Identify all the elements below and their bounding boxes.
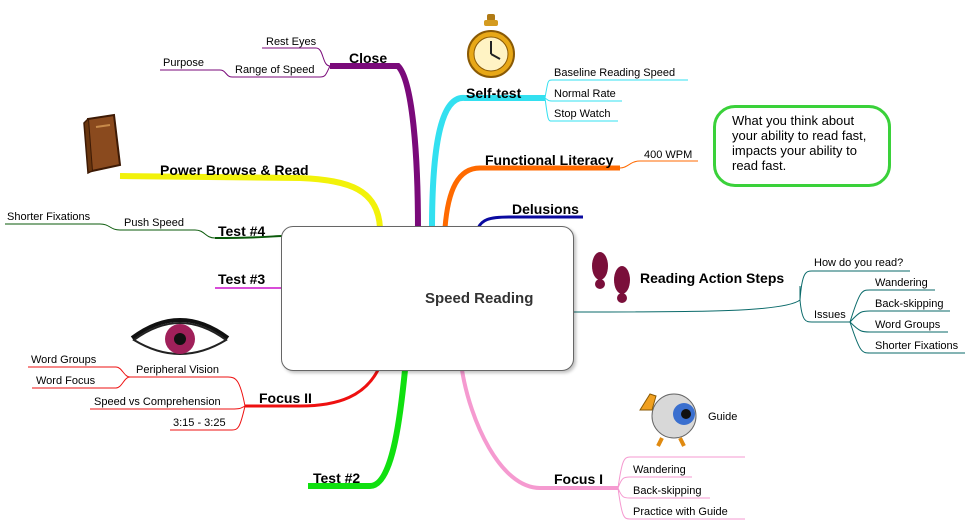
footprints-icon: [592, 252, 630, 303]
reading-action-branch: [572, 286, 801, 313]
focus1-subline-1: [617, 456, 745, 489]
central-topic-box[interactable]: [281, 226, 574, 371]
central-topic-title[interactable]: Speed Reading: [425, 290, 534, 307]
focus2-subline-wf: [32, 376, 131, 389]
rest-eyes-topic[interactable]: Rest Eyes: [266, 36, 317, 48]
self-test-subline-2: [544, 97, 622, 102]
eye-icon: [130, 318, 230, 355]
wpm-topic[interactable]: 400 WPM: [644, 149, 693, 161]
issues-topic[interactable]: Issues: [814, 309, 846, 321]
focus1-item-back-skipping[interactable]: Back-skipping: [633, 485, 702, 497]
functional-literacy-subline: [619, 160, 698, 169]
focus1-item-wandering[interactable]: Wandering: [633, 464, 686, 476]
self-test-subline-3: [544, 97, 618, 122]
guide-eyeball-icon: [639, 393, 697, 447]
close-subline-3: [160, 69, 233, 78]
focus2-topic[interactable]: Focus II: [259, 390, 312, 406]
close-subline-2: [232, 65, 331, 78]
self-test-branch: [429, 94, 545, 231]
self-test-item-normal-rate[interactable]: Normal Rate: [554, 88, 616, 100]
power-browse-branch: [119, 173, 383, 229]
callout-text: What you think about your ability to rea…: [732, 113, 867, 173]
focus2-time-topic[interactable]: 3:15 - 3:25: [173, 417, 226, 429]
issues-subline-2: [849, 310, 950, 323]
test4-subline-2: [5, 223, 121, 231]
reading-action-subline-issues: [799, 299, 850, 323]
issues-subline-1: [849, 289, 935, 323]
focus2-branch: [245, 369, 380, 408]
book-icon: [83, 113, 122, 175]
functional-literacy-topic[interactable]: Functional Literacy: [485, 152, 614, 168]
issues-subline-3: [849, 321, 948, 333]
stopwatch-icon: [467, 14, 515, 78]
test4-shorter-fixations-topic[interactable]: Shorter Fixations: [7, 211, 91, 223]
speed-vs-comprehension-topic[interactable]: Speed vs Comprehension: [94, 396, 221, 408]
test3-topic[interactable]: Test #3: [218, 271, 266, 287]
focus1-subline-3: [617, 487, 710, 499]
focus1-subline-4: [617, 487, 745, 520]
purpose-topic[interactable]: Purpose: [163, 57, 204, 69]
focus1-branch: [460, 369, 618, 490]
delusions-branch: [476, 215, 583, 229]
self-test-item-baseline[interactable]: Baseline Reading Speed: [554, 67, 676, 79]
issue-item-shorter-fixations[interactable]: Shorter Fixations: [875, 340, 959, 352]
focus1-subline-2: [617, 476, 692, 489]
functional-literacy-branch: [442, 165, 620, 229]
close-subline: [262, 47, 331, 67]
word-groups-topic[interactable]: Word Groups: [31, 354, 97, 366]
test2-branch: [308, 369, 408, 489]
issue-item-word-groups[interactable]: Word Groups: [875, 319, 941, 331]
push-speed-topic[interactable]: Push Speed: [124, 217, 184, 229]
issue-item-back-skipping[interactable]: Back-skipping: [875, 298, 944, 310]
focus2-subline-time: [170, 405, 246, 431]
focus2-subline-wg: [28, 366, 131, 378]
focus2-subline-svc: [90, 405, 246, 410]
callout-bubble[interactable]: [713, 105, 891, 187]
peripheral-vision-topic[interactable]: Peripheral Vision: [136, 364, 219, 376]
reading-action-topic[interactable]: Reading Action Steps: [640, 270, 785, 286]
test2-topic[interactable]: Test #2: [313, 470, 361, 486]
issue-item-wandering[interactable]: Wandering: [875, 277, 928, 289]
power-browse-topic[interactable]: Power Browse & Read: [160, 162, 309, 178]
self-test-item-stop-watch[interactable]: Stop Watch: [554, 108, 611, 120]
how-do-you-read-topic[interactable]: How do you read?: [814, 257, 904, 269]
close-topic[interactable]: Close: [349, 50, 388, 66]
delusions-topic[interactable]: Delusions: [512, 201, 579, 217]
range-of-speed-topic[interactable]: Range of Speed: [235, 64, 315, 76]
word-focus-topic[interactable]: Word Focus: [36, 375, 96, 387]
guide-topic[interactable]: Guide: [708, 411, 738, 423]
test4-branch: [214, 235, 283, 239]
reading-action-subline-how: [799, 270, 910, 301]
test4-subline: [120, 229, 216, 239]
issues-subline-4: [849, 321, 965, 354]
focus1-topic[interactable]: Focus I: [554, 471, 604, 487]
close-branch: [330, 63, 421, 231]
focus1-item-practice-with-guide[interactable]: Practice with Guide: [633, 506, 728, 518]
focus2-subline-peripheral: [130, 376, 246, 407]
self-test-topic[interactable]: Self-test: [466, 85, 522, 101]
test4-topic[interactable]: Test #4: [218, 223, 266, 239]
self-test-subline-1: [544, 79, 688, 99]
